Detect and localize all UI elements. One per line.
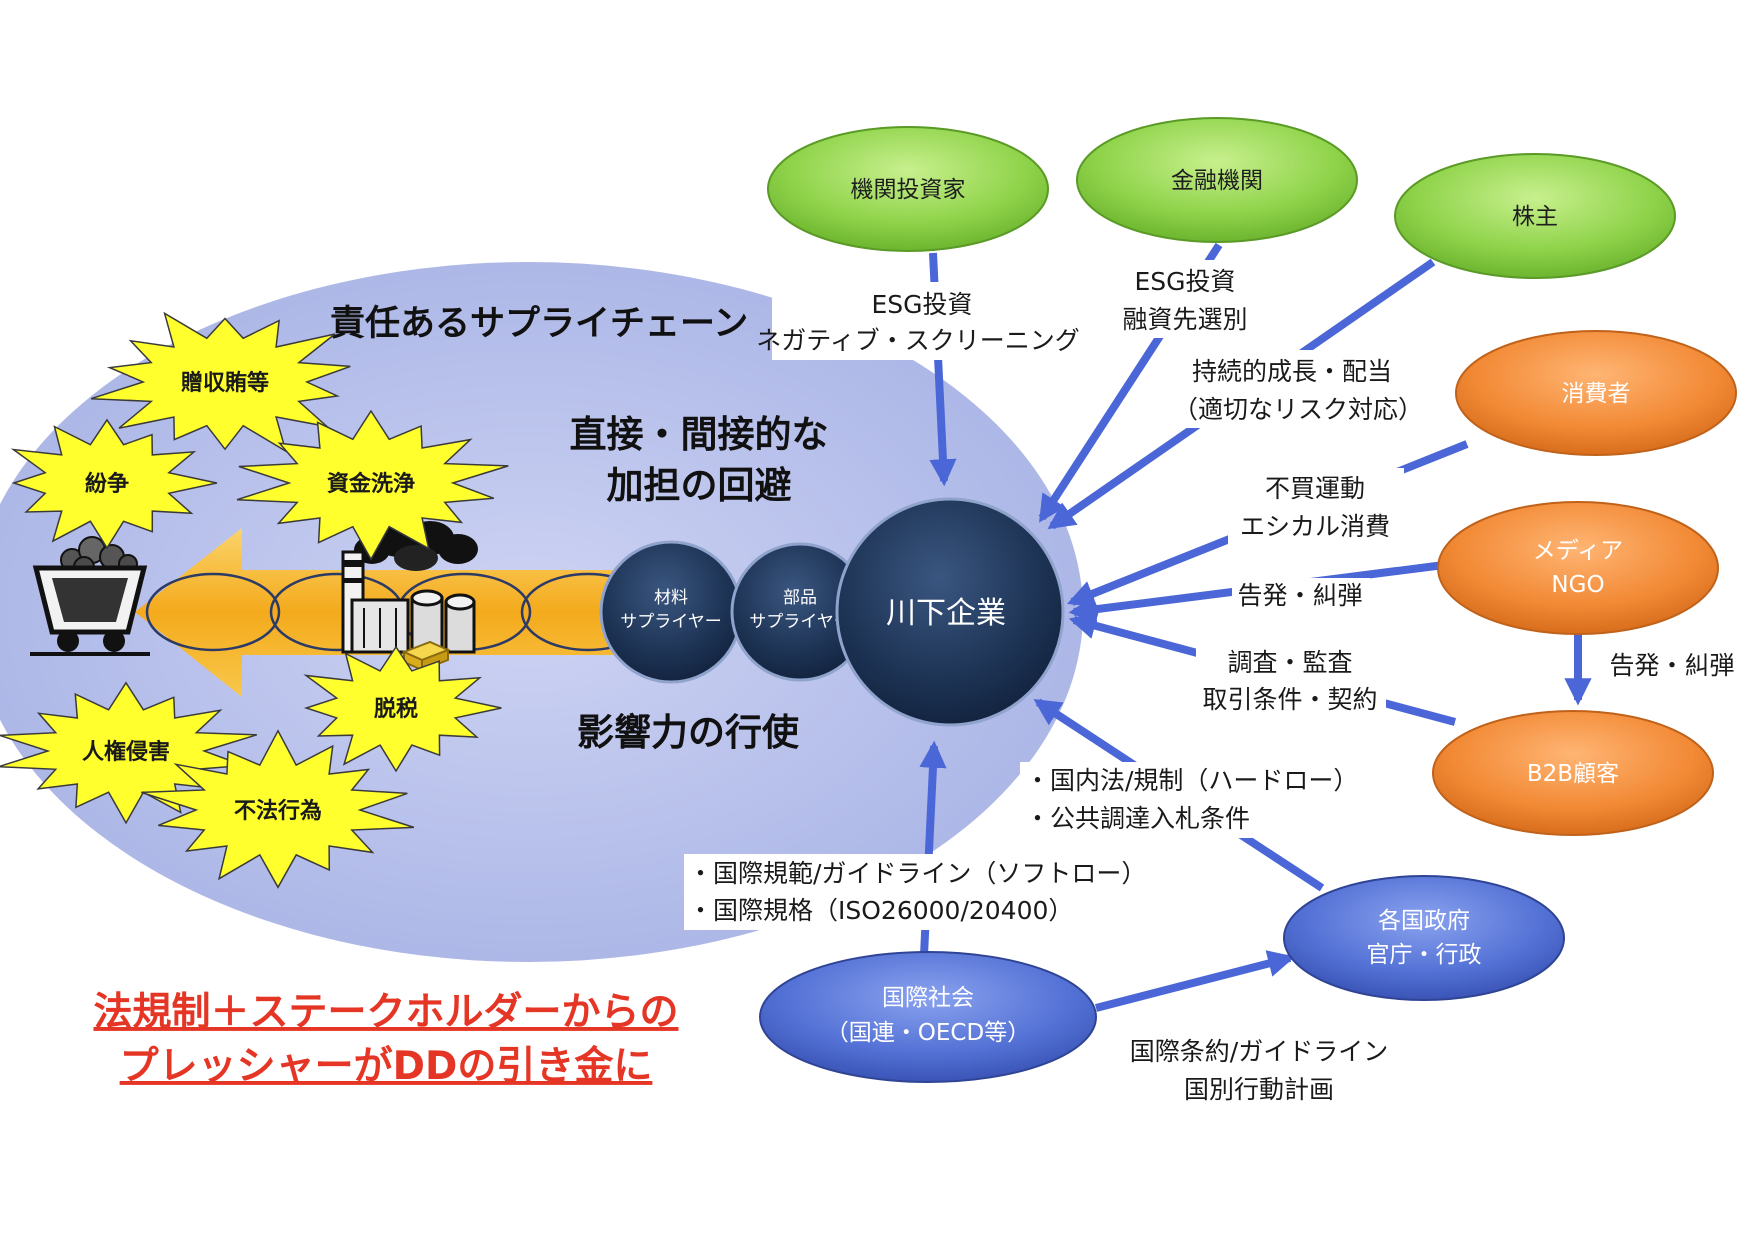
material-supplier-label-line1: 材料 <box>654 588 688 608</box>
label-bg <box>684 854 1146 930</box>
arrow-international-to-governments <box>1095 950 1296 1012</box>
shareholders-node: 株主 <box>1394 153 1676 279</box>
flow-international-line2: ・国際規格（ISO26000/20400） <box>688 896 1073 925</box>
flow-media: 告発・糾弾 <box>1237 581 1362 610</box>
influence-label: 影響力の行使 <box>577 711 800 754</box>
flow-governments-line2: ・公共調達入札条件 <box>1025 804 1250 833</box>
international-community-node: 国際社会 （国連・OECD等） <box>759 951 1097 1083</box>
financial-institutions-label: 金融機関 <box>1171 168 1263 194</box>
chain-link <box>145 572 281 652</box>
flow-investors-line2: ネガティブ・スクリーニング <box>756 326 1080 355</box>
governments-label-line1: 各国政府 <box>1378 908 1470 934</box>
risk-human-rights: 人権侵害 <box>82 739 170 765</box>
burst-human-rights <box>0 681 258 825</box>
downstream-company-label: 川下企業 <box>886 596 1006 631</box>
institutional-investors-node: 機関投資家 <box>767 126 1049 252</box>
mine-cart-icon <box>30 536 150 656</box>
material-supplier-label-line2: サプライヤー <box>620 612 722 632</box>
flow-investors-line1: ESG投資 <box>871 290 972 319</box>
avoidance-label-line2: 加担の回避 <box>607 464 792 507</box>
flow-shareholders-line2: （適切なリスク対応） <box>1173 395 1423 424</box>
callout-line1: 法規制＋ステークホルダーからの <box>93 990 678 1035</box>
label-bg <box>1168 350 1430 428</box>
flow-media-to-b2b: 告発・糾弾 <box>1609 651 1734 680</box>
media-ngo-node: メディア NGO <box>1437 501 1719 635</box>
parts-supplier-label-line2: サプライヤー <box>749 612 851 632</box>
flow-consumers-line2: エシカル消費 <box>1240 512 1390 541</box>
consumers-node: 消費者 <box>1455 330 1737 456</box>
burst-tax-evasion <box>303 645 502 773</box>
risk-conflict: 紛争 <box>85 471 129 497</box>
risk-bursts: 贈収賄等 紛争 資金洗浄 人権侵害 脱税 不法行為 <box>0 311 509 889</box>
media-label: メディア <box>1533 538 1623 564</box>
risk-tax-evasion: 脱税 <box>374 696 418 722</box>
factory-icon <box>341 521 478 654</box>
risk-illegal-acts: 不法行為 <box>234 798 322 824</box>
flow-international-to-governments-line1: 国際条約/ガイドライン <box>1130 1037 1388 1066</box>
label-bg <box>1228 468 1404 544</box>
burst-bribery <box>90 311 351 453</box>
flow-shareholders-line1: 持続的成長・配当 <box>1192 357 1392 386</box>
label-bg <box>1020 762 1352 838</box>
flow-financial-line2: 融資先選別 <box>1122 305 1247 334</box>
risk-bribery: 贈収賄等 <box>181 370 269 396</box>
burst-illegal-acts <box>141 729 415 889</box>
diagram-title: 責任あるサプライチェーン <box>330 304 748 344</box>
flow-b2b-line1: 調査・監査 <box>1227 648 1352 677</box>
label-bg <box>1232 578 1370 614</box>
consumers-label: 消費者 <box>1562 381 1631 407</box>
label-bg <box>772 282 1072 360</box>
flow-international-line1: ・国際規範/ガイドライン（ソフトロー） <box>688 859 1146 888</box>
label-bg <box>1196 642 1386 718</box>
b2b-customers-label: B2B顧客 <box>1527 761 1619 787</box>
flow-international-to-governments-line2: 国別行動計画 <box>1184 1075 1334 1104</box>
label-bg <box>1108 260 1264 338</box>
governments-label-line2: 官庁・行政 <box>1367 942 1482 968</box>
flow-consumers-line1: 不買運動 <box>1265 474 1365 503</box>
flow-labels: ESG投資 ネガティブ・スクリーニング ESG投資 融資先選別 持続的成長・配当… <box>684 260 1735 1104</box>
material-supplier-node: 材料 サプライヤー <box>599 540 743 684</box>
international-community-label-line1: 国際社会 <box>882 985 974 1011</box>
callout-line2: プレッシャーがDDの引き金に <box>120 1044 653 1089</box>
ngo-label: NGO <box>1551 572 1604 598</box>
avoidance-label-line1: 直接・間接的な <box>570 413 829 456</box>
international-community-label-line2: （国連・OECD等） <box>826 1020 1030 1046</box>
shareholders-label: 株主 <box>1512 204 1558 230</box>
flow-governments-line1: ・国内法/規制（ハードロー） <box>1025 766 1358 795</box>
financial-institutions-node: 金融機関 <box>1076 117 1358 243</box>
risk-money-laundering: 資金洗浄 <box>327 471 415 497</box>
burst-conflict <box>10 418 218 550</box>
b2b-customers-node: B2B顧客 <box>1432 710 1714 836</box>
governments-node: 各国政府 官庁・行政 <box>1283 875 1565 1001</box>
flow-financial-line1: ESG投資 <box>1134 267 1235 296</box>
parts-supplier-label-line1: 部品 <box>783 588 817 608</box>
downstream-company-node: 川下企業 <box>835 497 1065 727</box>
institutional-investors-label: 機関投資家 <box>851 177 966 203</box>
burst-money-laundering <box>236 409 509 561</box>
flow-b2b-line2: 取引条件・契約 <box>1202 685 1377 714</box>
